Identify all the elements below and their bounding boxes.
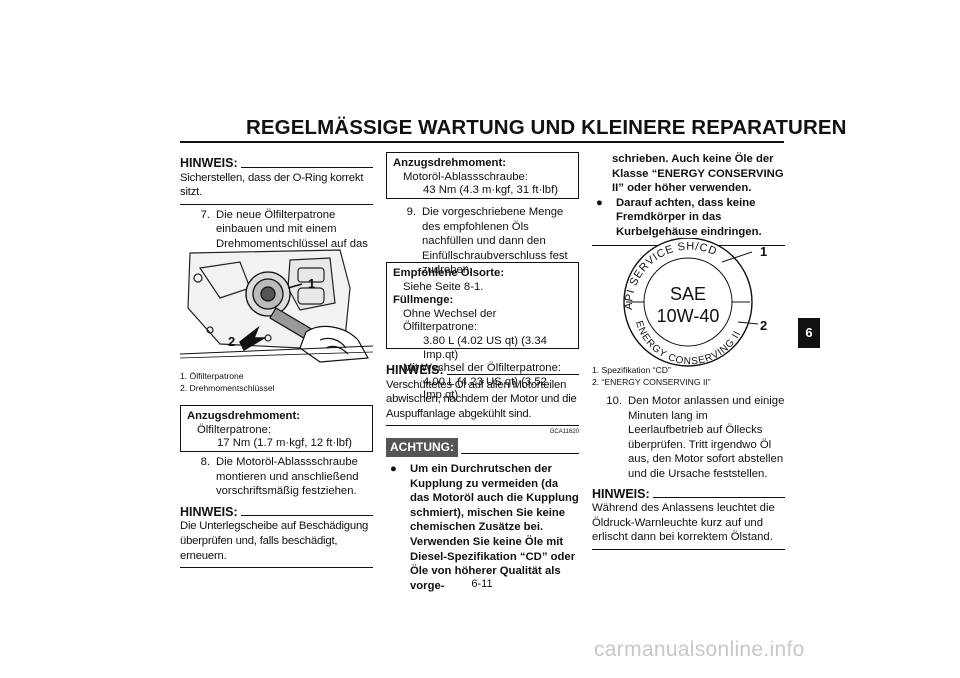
note-text: Während des Anlassens leuchtet die Öldru…	[592, 502, 775, 544]
seal-sae: SAE	[670, 284, 706, 304]
note-text: Sicherstellen, dass der O-Ring korrekt s…	[180, 171, 364, 199]
figure-caption: 1. Ölfilterpatrone 2. Drehmomentschlüsse…	[180, 371, 275, 394]
leader-arrow	[239, 283, 303, 352]
bullet-icon: ●	[390, 462, 397, 475]
torque-wrench	[269, 307, 369, 363]
chapter-tab: 6	[798, 318, 820, 348]
seal-grade: 10W-40	[657, 306, 720, 326]
note-text: Verschüttetes Öl auf allen Motorteilen a…	[386, 378, 577, 420]
note-heading: HINWEIS:	[180, 505, 373, 520]
note-rule	[180, 567, 373, 569]
figure-caption: 1. Spezifikation “CD” 2. “ENERGY CONSERV…	[592, 365, 711, 388]
page-title: REGELMÄSSIGE WARTUNG UND KLEINERE REPARA…	[246, 116, 847, 139]
page-number: 6-11	[471, 578, 493, 590]
torque-spec-box-2: Anzugsdrehmoment: Motoröl-Ablassschraube…	[386, 152, 579, 199]
api-service-seal: API SERVICE SH/CD ENERGY CONSERVING II S…	[623, 238, 759, 367]
torque-spec-box-1: Anzugsdrehmoment: Ölfilterpatrone: 17 Nm…	[180, 405, 373, 452]
figure-label-2: 2	[760, 318, 768, 333]
note-heading: HINWEIS:	[386, 363, 579, 378]
watermark: carmanualsonline.info	[594, 638, 805, 661]
warning-code: GCA11620	[549, 429, 579, 436]
step-10: 10. Den Motor anlassen und einige Minute…	[606, 395, 785, 480]
title-rule	[180, 141, 784, 143]
step-8: 8. Die Motoröl-Ablassschraube montieren …	[200, 456, 359, 498]
figure-label-1: 1	[308, 276, 316, 291]
figure-label-1: 1	[760, 244, 768, 259]
oil-spec-box: Empfohlene Ölsorte: Siehe Seite 8-1. Fül…	[386, 262, 579, 401]
note-text: Die Unterlegscheibe auf Beschädigung übe…	[180, 520, 369, 562]
column-3-lower: 10. Den Motor anlassen und einige Minute…	[592, 394, 785, 550]
warning-bullet-1: ● Um ein Durchrutschen der Kupplung zu v…	[386, 462, 579, 593]
warning-bullet-2: ● Darauf achten, dass keine Fremdkörper …	[592, 196, 785, 240]
column-3-upper: schrieben. Auch keine Öle der Klasse “EN…	[592, 152, 785, 246]
figure-label-2: 2	[228, 334, 236, 349]
oil-filter-illustration	[180, 248, 373, 366]
achtung-heading: ACHTUNG:	[386, 438, 579, 457]
note-rule	[180, 203, 373, 205]
note-rule	[592, 548, 785, 550]
note-heading: HINWEIS:	[592, 487, 785, 502]
column-1-lower: 8. Die Motoröl-Ablassschraube montieren …	[180, 455, 373, 569]
bullet-icon: ●	[596, 196, 603, 209]
step-9-block: 9. Die vorgeschriebene Menge des empfohl…	[386, 205, 579, 278]
note-heading: HINWEIS:	[180, 156, 373, 171]
oil-filter	[245, 271, 291, 317]
note-rule	[386, 425, 579, 427]
column-2-lower: HINWEIS: Verschüttetes Öl auf allen Moto…	[386, 363, 579, 593]
step-9: 9. Die vorgeschriebene Menge des empfohl…	[406, 206, 568, 277]
